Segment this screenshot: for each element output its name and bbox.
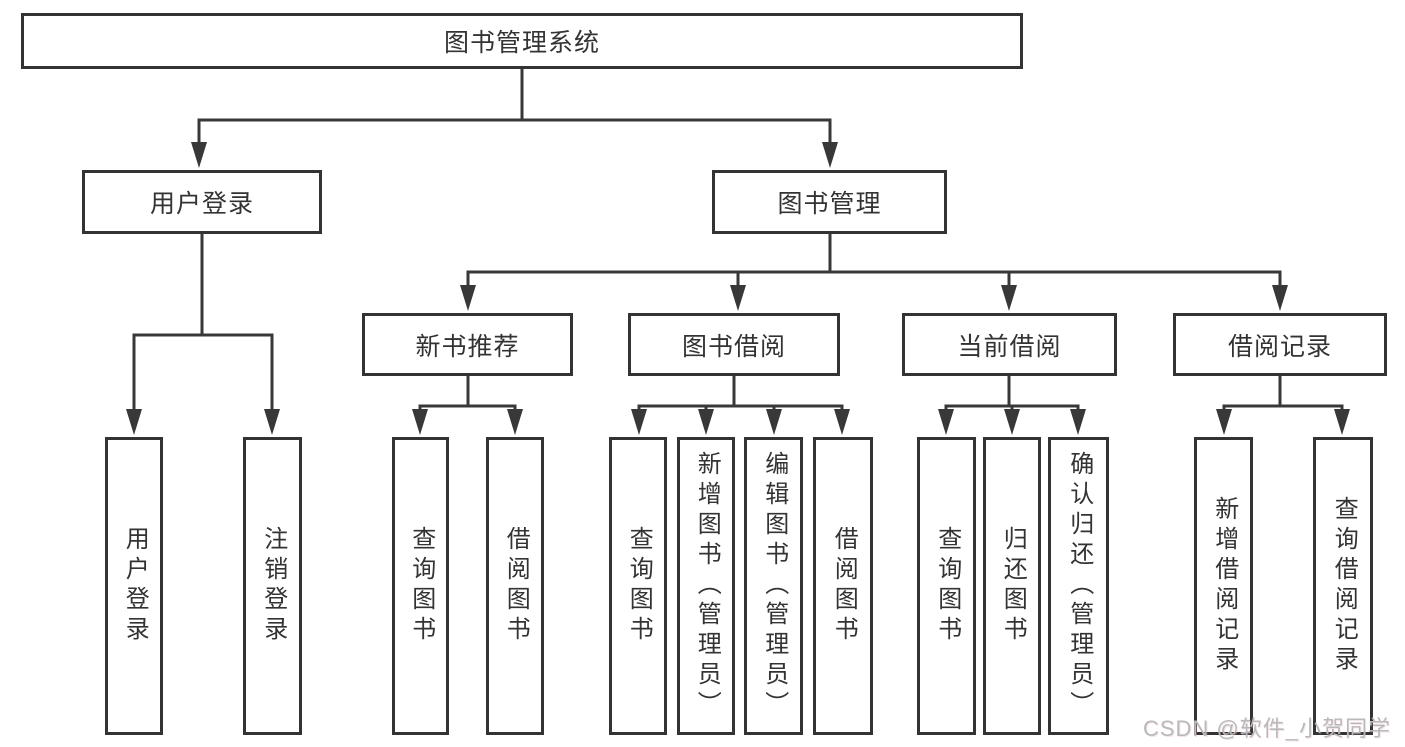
leaf-logout: 注销登录 [243, 437, 302, 735]
leaf-edit-books-admin: 编辑图书（管理员） [744, 437, 803, 735]
node-user-login: 用户登录 [82, 170, 322, 234]
node-label: 新增借阅记录 [1210, 496, 1238, 676]
node-label: 当前借阅 [957, 332, 1062, 361]
node-label: 确认归还（管理员） [1065, 451, 1093, 721]
node-label: 查询借阅记录 [1330, 496, 1358, 676]
csdn-watermark: CSDN @软件_小贺同学 [1142, 716, 1391, 741]
node-label: 图书管理系统 [443, 29, 600, 57]
node-label: 编辑图书（管理员） [760, 451, 788, 721]
node-label: 查询图书 [625, 526, 653, 646]
node-book-management: 图书管理 [712, 170, 947, 234]
leaf-add-books-admin: 新增图书（管理员） [677, 437, 735, 735]
leaf-user-login: 用户登录 [105, 437, 163, 735]
node-new-book-recommend: 新书推荐 [362, 313, 573, 376]
leaf-add-borrow-record: 新增借阅记录 [1194, 437, 1253, 735]
leaf-query-books-borrowing: 查询图书 [609, 437, 667, 735]
node-label: 新书推荐 [415, 332, 520, 361]
node-root-system: 图书管理系统 [21, 13, 1023, 69]
node-label: 图书借阅 [681, 332, 786, 361]
node-current-borrowing: 当前借阅 [902, 313, 1117, 376]
leaf-query-books-current: 查询图书 [917, 437, 976, 735]
node-label: 用户登录 [121, 526, 149, 646]
node-book-borrowing: 图书借阅 [628, 313, 840, 376]
node-label: 注销登录 [259, 526, 287, 646]
node-label: 图书管理 [777, 190, 882, 218]
node-label: 借阅图书 [830, 526, 858, 646]
leaf-borrow-books: 借阅图书 [813, 437, 873, 735]
node-label: 借阅记录 [1227, 332, 1332, 361]
leaf-return-books: 归还图书 [983, 437, 1041, 735]
node-label: 查询图书 [407, 526, 435, 646]
leaf-query-books-recommend: 查询图书 [392, 437, 449, 735]
node-label: 用户登录 [149, 190, 254, 218]
node-label: 新增图书（管理员） [693, 451, 721, 721]
arrowheads [126, 142, 1350, 435]
node-label: 借阅图书 [502, 526, 530, 646]
node-borrowing-records: 借阅记录 [1173, 313, 1387, 376]
leaf-borrow-books-recommend: 借阅图书 [486, 437, 544, 735]
leaf-query-borrow-record: 查询借阅记录 [1313, 437, 1373, 735]
node-label: 查询图书 [933, 526, 961, 646]
leaf-confirm-return-admin: 确认归还（管理员） [1048, 437, 1109, 735]
node-label: 归还图书 [999, 526, 1027, 646]
